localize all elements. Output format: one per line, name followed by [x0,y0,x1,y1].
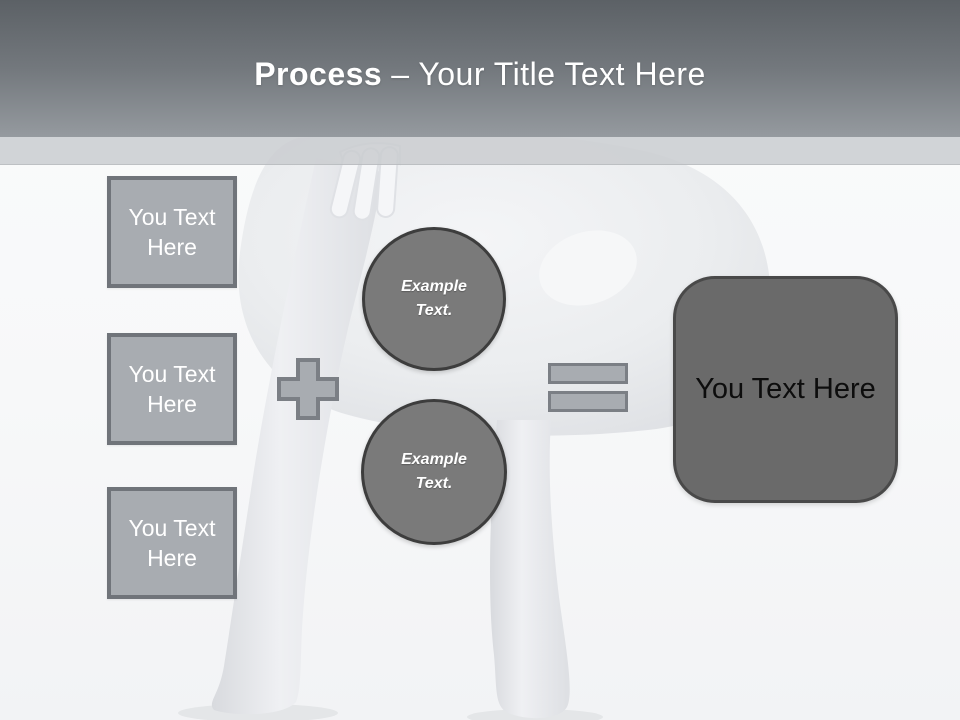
step-box-3: You Text Here [107,487,237,599]
equals-icon [548,363,628,412]
page-title-keyword: Process [254,56,383,92]
example-circle-2-label: Example Text. [401,451,467,492]
plus-icon-glyph [277,358,339,420]
header-strip [0,137,960,165]
step-box-2-label: You Text Here [128,361,216,417]
figure-left-leg [211,158,382,715]
example-circle-2: Example Text. [361,399,507,545]
result-box: You Text Here [673,276,898,503]
step-box-1: You Text Here [107,176,237,288]
page-title-subtitle: – Your Title Text Here [391,56,706,92]
figure-right-leg [490,420,570,719]
equals-icon-bar-bottom [548,391,628,412]
step-box-1-label: You Text Here [128,204,216,260]
equals-icon-bar-top [548,363,628,384]
result-box-label: You Text Here [695,373,876,405]
step-box-2: You Text Here [107,333,237,445]
step-box-3-label: You Text Here [128,515,216,571]
example-circle-1: Example Text. [362,227,506,371]
title-bar: Process– Your Title Text Here [0,0,960,137]
example-circle-1-label: Example Text. [401,278,467,319]
page-title: Process– Your Title Text Here [254,56,706,93]
plus-icon [276,357,340,421]
figure-arm-gap [539,230,637,306]
